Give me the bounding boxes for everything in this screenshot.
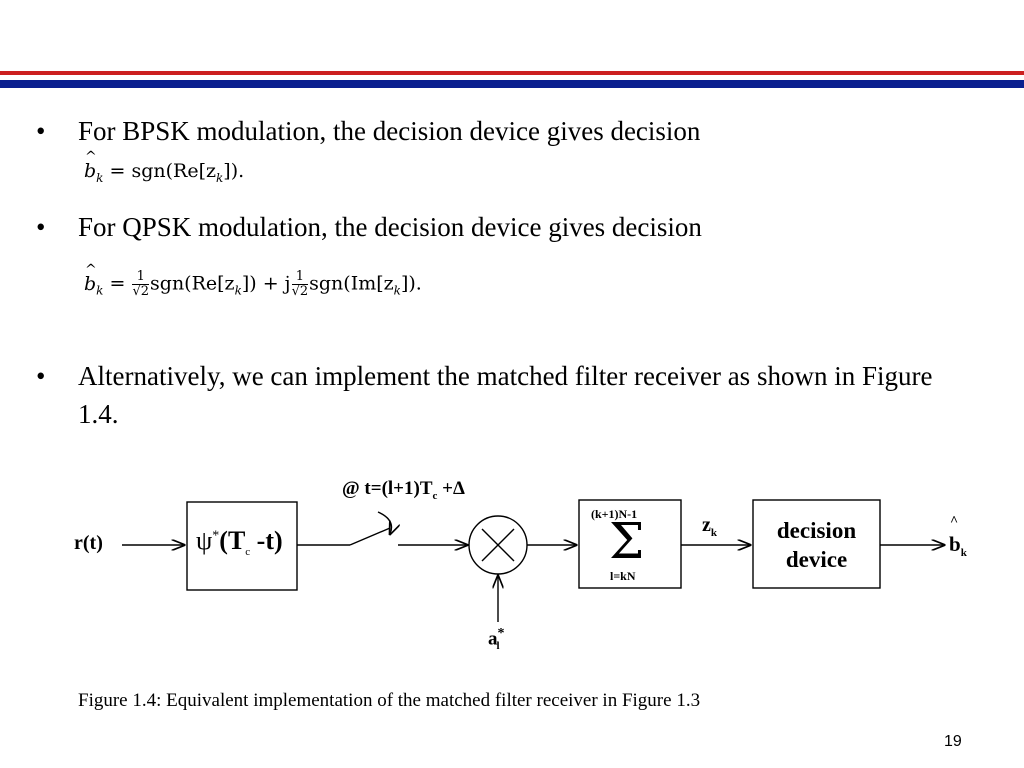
filter-block bbox=[186, 501, 298, 591]
multiplier-input-label: a*l bbox=[488, 626, 505, 653]
fraction: 1√2 bbox=[291, 269, 309, 299]
page-number: 19 bbox=[944, 733, 962, 750]
summation-symbol: Σ bbox=[609, 512, 645, 570]
sampler-switch bbox=[349, 527, 391, 546]
multiplier-x-2 bbox=[481, 528, 515, 562]
diagram-lines bbox=[122, 499, 990, 622]
bullet-qpsk: • For QPSK modulation, the decision devi… bbox=[36, 208, 958, 246]
sampler-label: @ t=(l+1)Tc +Δ bbox=[342, 478, 465, 502]
equation-rhs: = sgn(Re[z bbox=[109, 160, 217, 182]
equation-lhs: b bbox=[84, 149, 97, 182]
bullet-marker: • bbox=[36, 116, 46, 146]
header-rule-blue bbox=[0, 80, 1024, 88]
bullet-bpsk: • For BPSK modulation, the decision devi… bbox=[36, 112, 958, 150]
z-label: zk bbox=[702, 514, 718, 539]
summation-upper: (k+1)N-1 bbox=[591, 507, 638, 521]
bullet-text: For BPSK modulation, the decision device… bbox=[78, 116, 701, 146]
summation-block bbox=[578, 499, 682, 589]
output-label: bk bbox=[949, 532, 967, 560]
equation-lhs: b bbox=[84, 262, 97, 295]
equation-bpsk: bk = sgn(Re[zk]). bbox=[84, 149, 244, 185]
bullet-text: Alternatively, we can implement the matc… bbox=[78, 361, 933, 429]
output-hat: ^ bbox=[950, 514, 959, 529]
bullet-marker: • bbox=[36, 212, 46, 242]
filter-label: ψ*(Tc -t) bbox=[196, 526, 283, 559]
summation-lower: l=kN bbox=[610, 569, 636, 583]
bullet-text: For QPSK modulation, the decision device… bbox=[78, 212, 702, 242]
header-rule-red bbox=[0, 71, 1024, 75]
input-label: r(t) bbox=[74, 532, 103, 554]
block-diagram: r(t) ψ*(Tc -t) @ t=(l+1)Tc +Δ a*l (k+1)N… bbox=[60, 470, 990, 670]
figure-caption: Figure 1.4: Equivalent implementation of… bbox=[78, 690, 701, 711]
fraction: 1√2 bbox=[132, 269, 150, 299]
decision-block bbox=[752, 499, 881, 589]
sampler-arrow bbox=[377, 511, 392, 534]
bullet-marker: • bbox=[36, 361, 46, 391]
bullet-alternative: • Alternatively, we can implement the ma… bbox=[36, 357, 958, 433]
